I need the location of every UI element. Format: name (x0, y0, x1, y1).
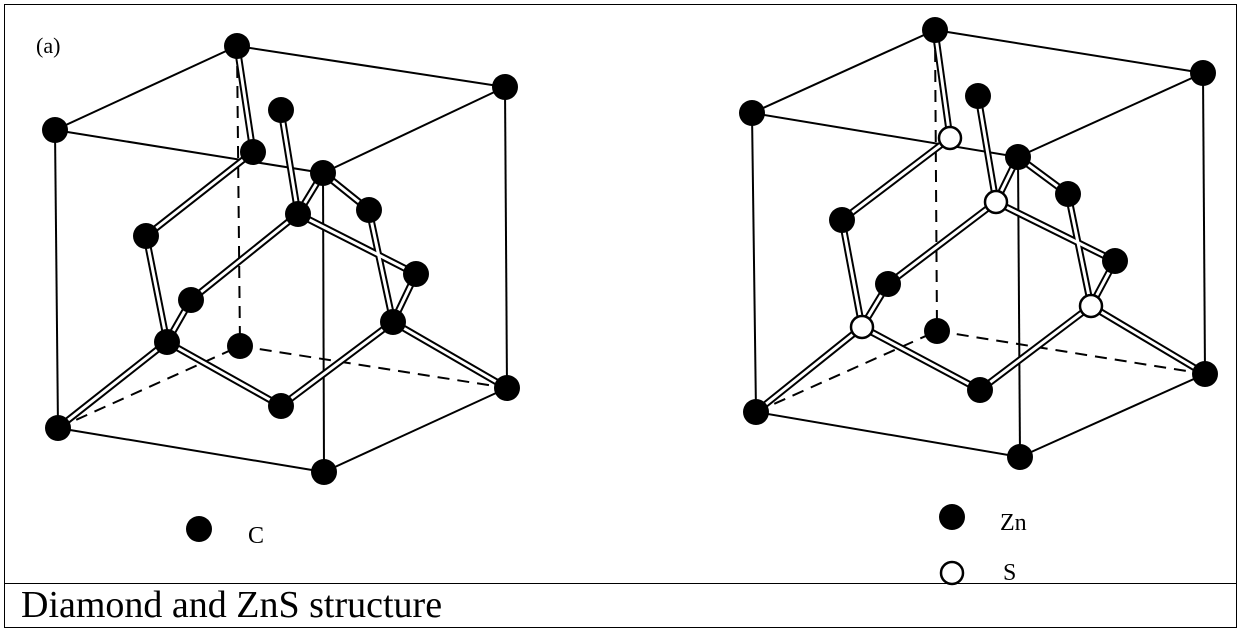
zn-atom (743, 399, 769, 425)
carbon-atom (178, 287, 204, 313)
zn-atom (1055, 181, 1081, 207)
diamond-cube-edges (54, 45, 508, 473)
legend-label-s: S (1003, 560, 1016, 586)
figure-table: Diamond and ZnS structure (4, 4, 1237, 628)
carbon-atom (227, 333, 253, 359)
zns-cube-edges (751, 29, 1206, 458)
zn-atom (965, 83, 991, 109)
carbon-atom (224, 33, 250, 59)
zn-atom (1192, 361, 1218, 387)
carbon-atom (154, 329, 180, 355)
caption-cell: Diamond and ZnS structure (5, 583, 1236, 627)
s-atom (983, 189, 1009, 215)
diamond-atoms (42, 33, 520, 485)
diamond-legend: C (186, 516, 264, 549)
zn-atom (1102, 248, 1128, 274)
zn-atom (875, 271, 901, 297)
carbon-atom (492, 74, 518, 100)
carbon-atom (380, 309, 406, 335)
zn-atom (1190, 60, 1216, 86)
zn-atom (739, 100, 765, 126)
carbon-atom (310, 160, 336, 186)
zn-atom (829, 207, 855, 233)
carbon-atom (494, 375, 520, 401)
carbon-atom (133, 223, 159, 249)
carbon-atom (285, 201, 311, 227)
s-atom (849, 314, 875, 340)
carbon-atom (311, 459, 337, 485)
zn-atoms (739, 17, 1218, 470)
panel-label: (a) (36, 33, 60, 58)
legend-open-circle-icon (939, 560, 965, 586)
zn-atom (1005, 144, 1031, 170)
figure-caption: Diamond and ZnS structure (21, 584, 443, 626)
legend-filled-circle-icon (939, 504, 965, 530)
zn-atom (924, 318, 950, 344)
carbon-atom (45, 415, 71, 441)
carbon-atom (268, 393, 294, 419)
s-atom (1078, 293, 1104, 319)
zns-structure: Zn S (739, 17, 1218, 586)
zn-atom (967, 377, 993, 403)
s-atom (937, 125, 963, 151)
s-atoms (849, 125, 1104, 340)
zns-legend: Zn S (939, 504, 1027, 586)
legend-label-c: C (248, 523, 264, 549)
carbon-atom (356, 197, 382, 223)
diamond-hidden-edges (57, 45, 508, 429)
figure-cell (5, 5, 1236, 584)
carbon-atom (240, 139, 266, 165)
zn-atom (922, 17, 948, 43)
zns-hidden-edges (755, 29, 1206, 413)
carbon-atom (268, 97, 294, 123)
carbon-atom (403, 261, 429, 287)
zn-atom (1007, 444, 1033, 470)
legend-label-zn: Zn (1000, 510, 1027, 536)
diamond-structure: C (42, 33, 520, 549)
legend-filled-circle-icon (186, 516, 212, 542)
carbon-atom (42, 117, 68, 143)
